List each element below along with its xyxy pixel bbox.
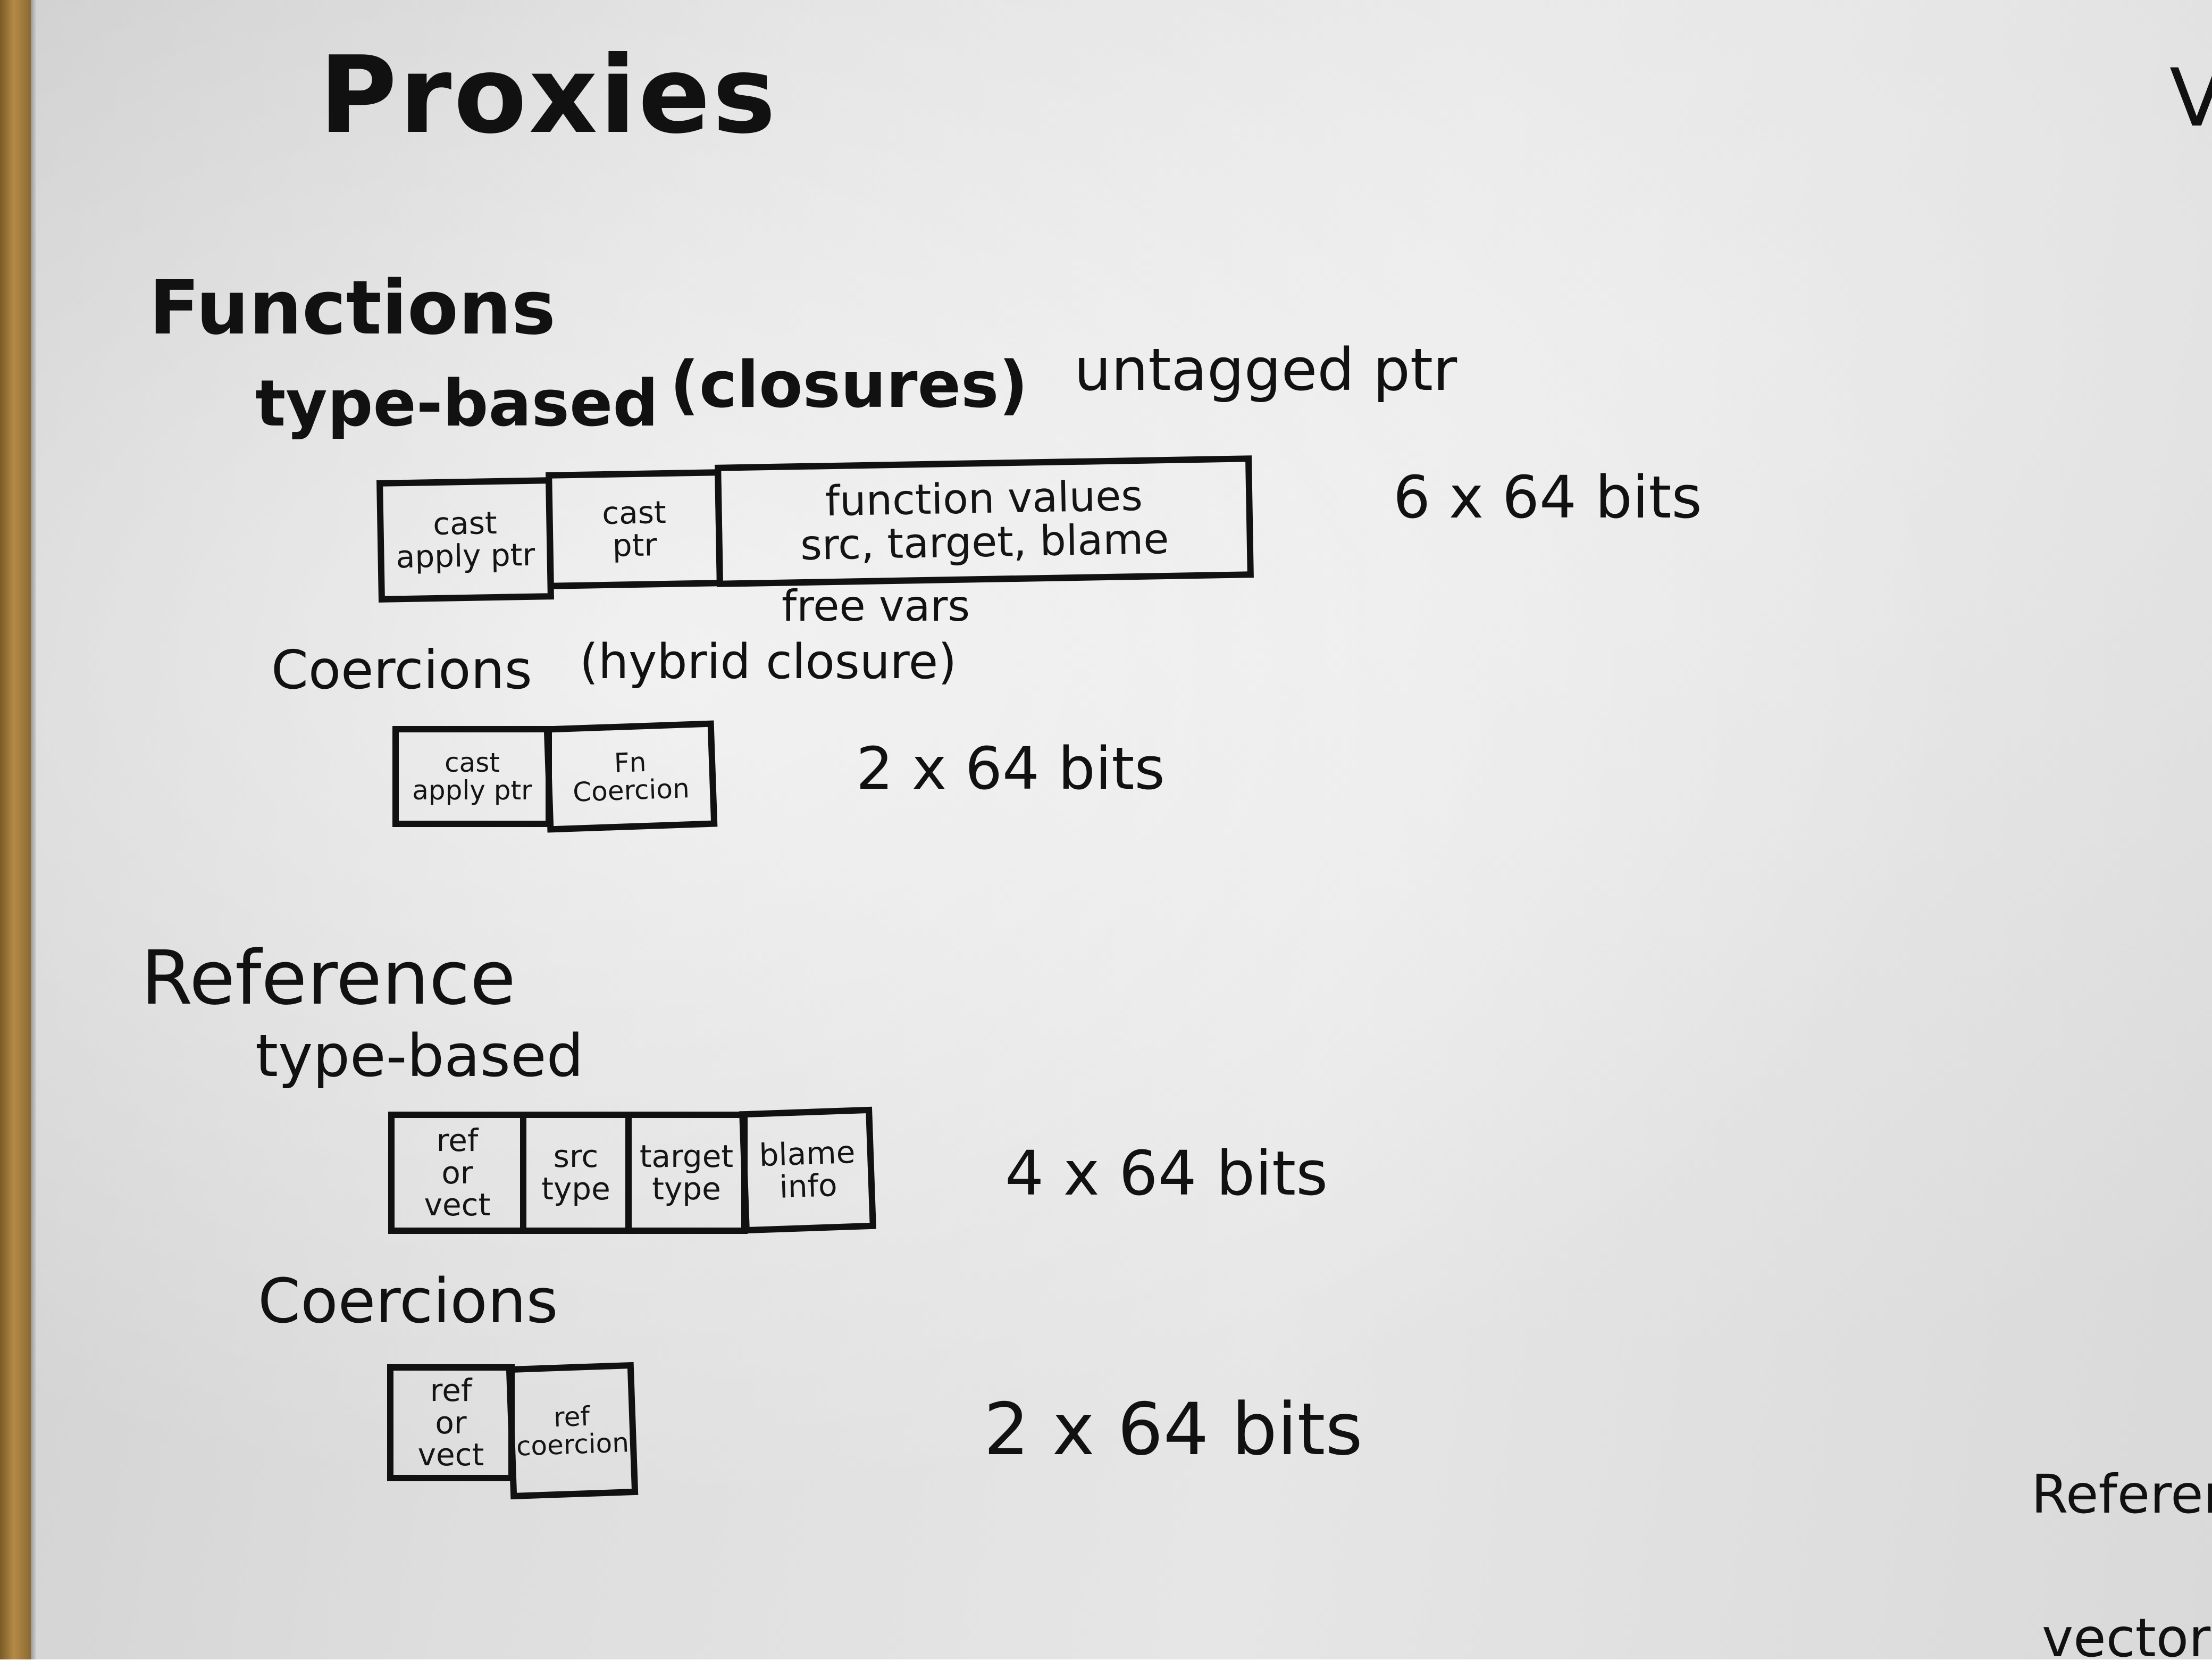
functions-heading: Functions (149, 265, 556, 352)
reference-type-based-label: type-based (255, 1022, 584, 1090)
functions-free-vars-label: free vars (782, 581, 970, 631)
func-coercion-cell-cast-apply-ptr: cast apply ptr (392, 726, 552, 827)
functions-type-based-note: untagged ptr (1074, 336, 1457, 404)
func-cell-function-values: function values src, target, blame (715, 455, 1254, 587)
edge-text-bottom-right-1: Referen (2031, 1463, 2212, 1525)
reference-type-based-size: 4 x 64 bits (1005, 1138, 1328, 1209)
functions-type-based-size: 6 x 64 bits (1393, 463, 1702, 531)
functions-type-based-label: type-based (255, 367, 659, 441)
func-cell-cast-ptr: cast ptr (546, 469, 723, 589)
ref-coercion-cell-ref-or-vect: ref or vect (387, 1364, 515, 1481)
functions-coercions-paren: (hybrid closure) (580, 634, 957, 690)
reference-coercions-label: Coercions (258, 1266, 558, 1337)
func-coercion-cell-fn-coercion: Fn Coercion (543, 720, 718, 833)
ref-cell-target-type: target type (625, 1112, 748, 1234)
reference-coercions-size: 2 x 64 bits (984, 1388, 1363, 1471)
ref-cell-ref-or-vect: ref or vect (388, 1112, 526, 1234)
ref-cell-src-type: src type (520, 1112, 632, 1234)
func-cell-cast-apply-ptr: cast apply ptr (376, 477, 554, 603)
edge-text-top-right: V (2169, 52, 2212, 145)
ref-cell-blame-info: blame info (739, 1106, 876, 1234)
functions-coercions-label: Coercions (271, 639, 532, 701)
edge-text-bottom-right-2: vector (2042, 1607, 2211, 1669)
whiteboard-frame (0, 0, 31, 1659)
whiteboard-frame-edge (31, 0, 36, 1659)
functions-type-based-paren: (closures) (670, 348, 1028, 422)
ref-coercion-cell-ref-coercion: ref coercion (506, 1362, 639, 1500)
page-title: Proxies (319, 34, 778, 157)
functions-coercions-size: 2 x 64 bits (856, 735, 1165, 803)
reference-heading: Reference (141, 935, 516, 1022)
